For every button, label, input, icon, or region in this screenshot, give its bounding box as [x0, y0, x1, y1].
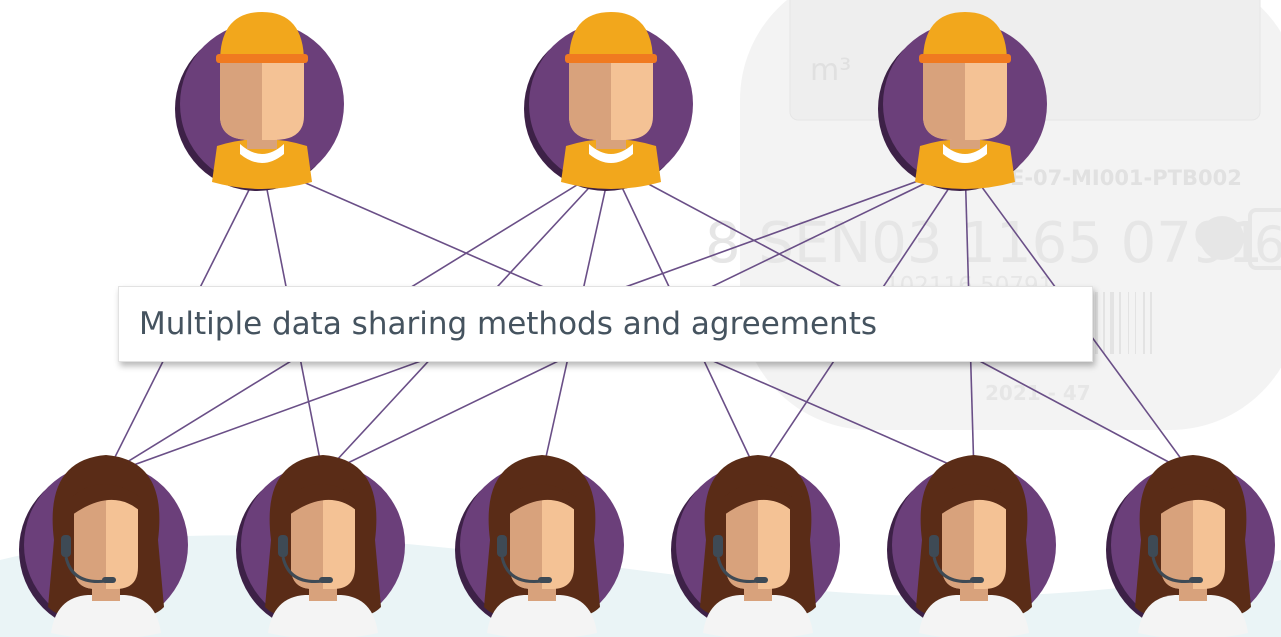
worker-avatar-icon [524, 12, 693, 191]
agent-avatar-icon [1106, 455, 1275, 637]
meter-serial: 8 SEN03 1165 0791 [705, 211, 1263, 276]
agents-row [19, 455, 1275, 637]
barcode-bar [1135, 292, 1136, 354]
meter-code: E-07-MI001-PTB002 [1010, 166, 1242, 190]
agent-avatar-icon [671, 455, 840, 637]
agent-avatar-icon [19, 455, 188, 637]
worker-avatar-icon [175, 12, 344, 191]
caption-text: Multiple data sharing methods and agreem… [139, 306, 878, 342]
workers-row [175, 12, 1047, 191]
meter-ce-box [1248, 208, 1281, 270]
barcode-bar [1128, 292, 1129, 354]
barcode-bar [1119, 292, 1121, 354]
caption-box: Multiple data sharing methods and agreem… [118, 286, 1093, 362]
meter-serial-suffix: 6 [1254, 216, 1281, 274]
barcode-bar [1110, 292, 1114, 354]
worker-avatar-icon [878, 12, 1047, 191]
meter-seal-icon [1200, 216, 1244, 260]
wave-decoration [0, 535, 1281, 637]
barcode-bar [1143, 292, 1145, 354]
barcode-bar [1150, 292, 1152, 354]
agent-avatar-icon [887, 455, 1056, 637]
meter-unit: m³ [810, 53, 851, 88]
barcode-bar [1095, 292, 1098, 354]
agent-avatar-icon [455, 455, 624, 637]
barcode-bar [1103, 292, 1105, 354]
agent-avatar-icon [236, 455, 405, 637]
meter-barcode [1095, 292, 1152, 354]
